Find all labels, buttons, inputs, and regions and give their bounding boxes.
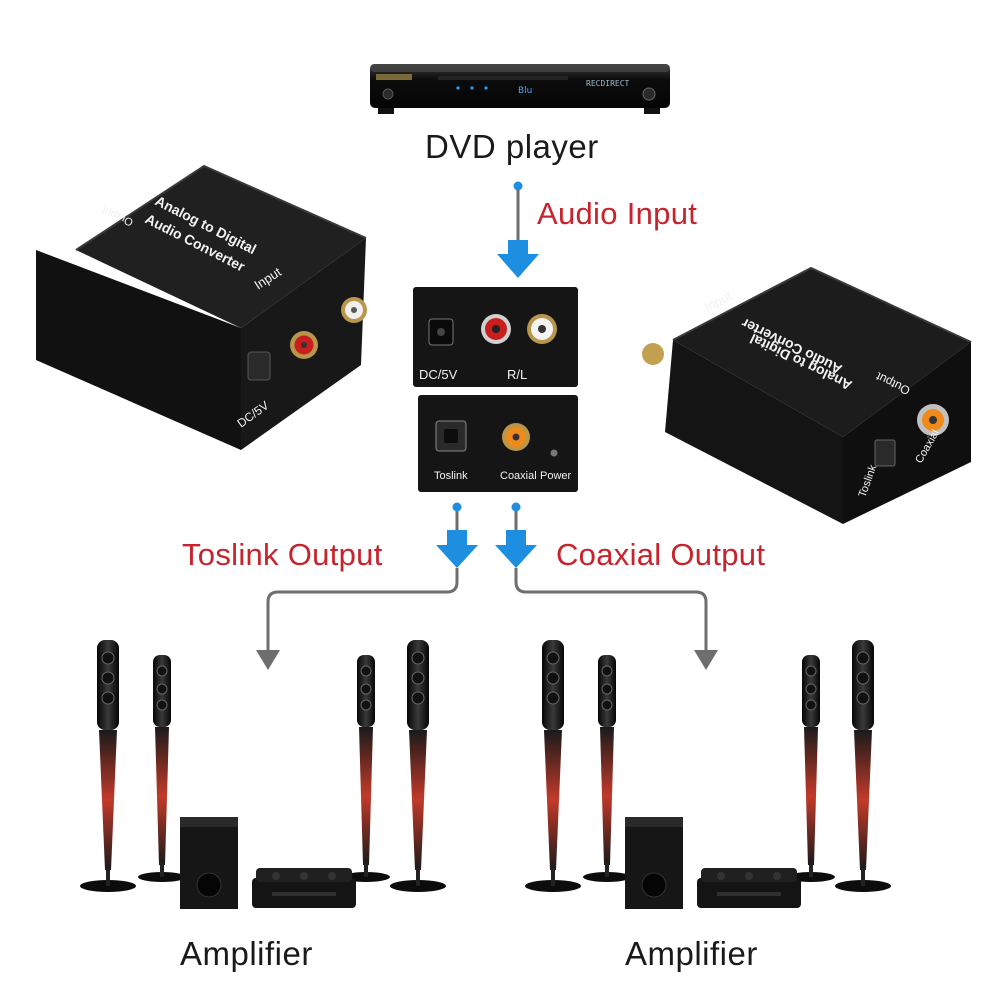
amplifier-set-left — [79, 639, 447, 910]
dvd-player-image: Blu RECDIRECT — [370, 64, 670, 114]
dvd-player-label: DVD player — [425, 128, 599, 165]
center-coaxial-label: Coaxial — [500, 470, 537, 482]
dvd-player: Blu RECDIRECT — [368, 60, 673, 120]
center-toslink-label: Toslink — [434, 470, 468, 482]
output-connectors — [256, 502, 718, 670]
coaxial-output-arrow-icon — [495, 530, 537, 568]
right-toslink-port — [874, 439, 896, 467]
dvd-display: RECDIRECT — [586, 79, 630, 88]
center-rca-red-jack — [481, 314, 511, 344]
center-power-label: DC/5V — [419, 367, 458, 382]
receiver — [252, 868, 356, 908]
speaker-front-left — [524, 639, 582, 893]
left-rca-white-jack — [341, 297, 367, 323]
toslink-output-label: Toslink Output — [182, 537, 383, 572]
subwoofer — [624, 816, 684, 910]
converter-left: Analog to Digital Audio Converter Output… — [36, 160, 367, 450]
receiver — [697, 868, 801, 908]
speaker-rear-right — [786, 654, 836, 883]
subwoofer — [179, 816, 239, 910]
right-rca-gold-jack — [642, 343, 664, 365]
coaxial-output-label: Coaxial Output — [556, 537, 766, 572]
converter-right: Input Analog to Digital Audio Converter … — [642, 262, 978, 527]
left-rca-red-jack — [290, 331, 318, 359]
toslink-output-arrow-icon — [436, 530, 478, 568]
center-rl-label: R/L — [507, 367, 527, 382]
speaker-rear-right — [341, 654, 391, 883]
amplifier-label-left: Amplifier — [180, 935, 313, 972]
panel-back: DC/5V R/L — [413, 287, 578, 387]
left-dc-jack — [247, 351, 271, 381]
speaker-rear-left — [582, 654, 632, 883]
panel-front: Toslink Coaxial Power — [418, 395, 578, 492]
right-coaxial-jack — [917, 404, 949, 436]
coaxial-down-arrow-icon — [694, 650, 718, 670]
speaker-rear-left — [137, 654, 187, 883]
amplifier-label-right: Amplifier — [625, 935, 758, 972]
speaker-front-right — [834, 639, 892, 893]
center-rca-white-jack — [527, 314, 557, 344]
amplifier-set-right — [524, 639, 892, 910]
audio-input-arrow-icon — [497, 240, 539, 278]
center-power-led-label: Power — [540, 470, 572, 482]
center-coaxial-jack — [502, 423, 530, 451]
toslink-down-arrow-icon — [256, 650, 280, 670]
audio-input-connector — [497, 181, 539, 278]
power-led — [550, 449, 558, 457]
speaker-front-left — [79, 639, 137, 893]
svg-text:Blu: Blu — [518, 86, 532, 96]
audio-input-label: Audio Input — [537, 196, 698, 231]
